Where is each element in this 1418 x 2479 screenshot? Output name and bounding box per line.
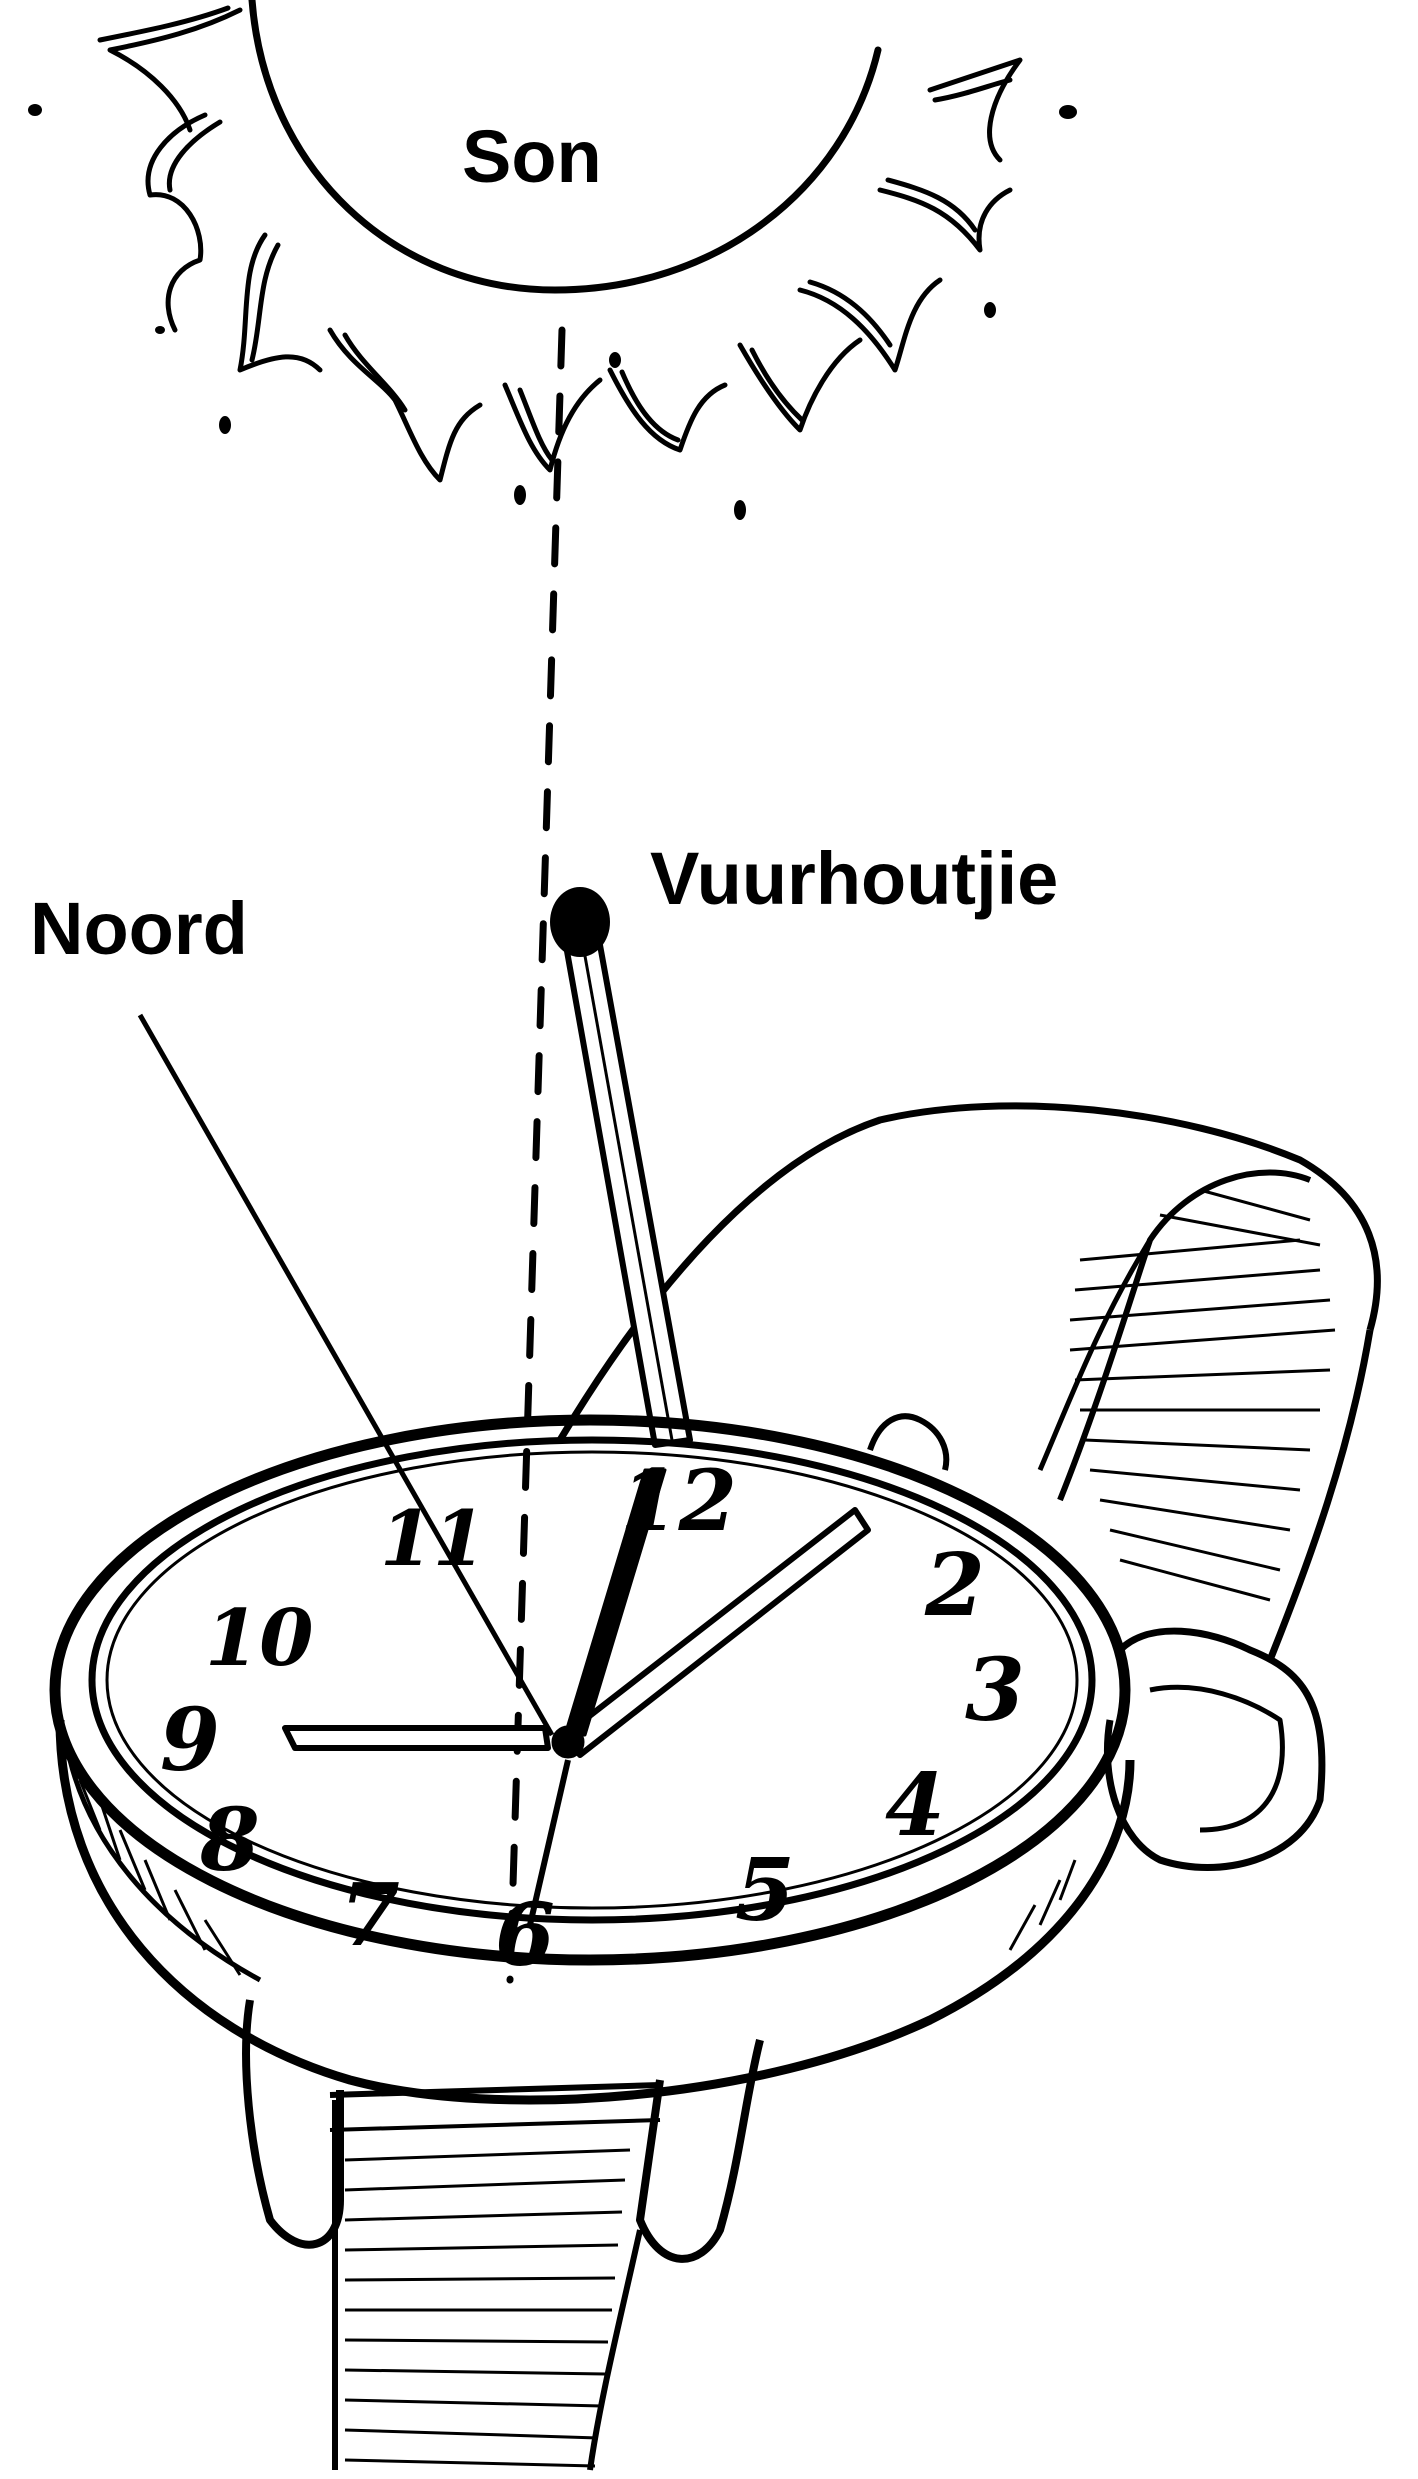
sun-ray-dots <box>28 104 1077 520</box>
watch-crown <box>867 1413 950 1471</box>
north-label: Noord <box>30 887 248 970</box>
watch-case <box>49 1413 1135 2105</box>
numeral-9: 9 <box>160 1690 220 1791</box>
sun-rays <box>97 5 1023 483</box>
numeral-10: 10 <box>205 1593 314 1684</box>
sun-icon <box>28 0 1077 520</box>
watch-bezel-inner <box>88 1436 1096 1924</box>
clock-hands <box>282 1468 871 1926</box>
numeral-12: 12 <box>620 1451 737 1550</box>
numeral-6: 6 <box>495 1885 555 1986</box>
numeral-4: 4 <box>885 1755 945 1856</box>
numeral-2: 2 <box>924 1535 985 1636</box>
watch-strap-bottom <box>242 1999 764 2471</box>
north-pointer-line <box>137 1013 555 1737</box>
numeral-3: 3 <box>965 1640 1025 1741</box>
sun-label: Son <box>462 115 602 198</box>
watch-dial <box>105 1450 1079 1910</box>
sun-shadow-line <box>506 326 566 1984</box>
match-label: Vuurhoutjie <box>650 837 1059 920</box>
numeral-8: 8 <box>199 1790 260 1891</box>
numeral-5: 5 <box>735 1840 795 1941</box>
case-side-hatching <box>78 1779 1077 1976</box>
match-icon <box>550 887 693 1448</box>
strap-hatching <box>1069 1188 1336 1602</box>
second-hand <box>563 1468 667 1737</box>
match-head <box>550 887 610 957</box>
numeral-7: 7 <box>340 1865 400 1966</box>
watch-strap-top <box>556 1102 1381 1871</box>
sun-disc-outline <box>248 0 882 294</box>
watch-bezel-outer <box>49 1414 1131 1966</box>
hands-pivot <box>551 1725 585 1759</box>
hour-hand <box>282 1725 551 1751</box>
dial-numerals: 12 2 3 4 5 6 7 8 9 10 11 <box>160 1451 1025 1986</box>
numeral-11: 11 <box>380 1494 486 1583</box>
bottom-strap-hatching <box>344 2148 631 2468</box>
